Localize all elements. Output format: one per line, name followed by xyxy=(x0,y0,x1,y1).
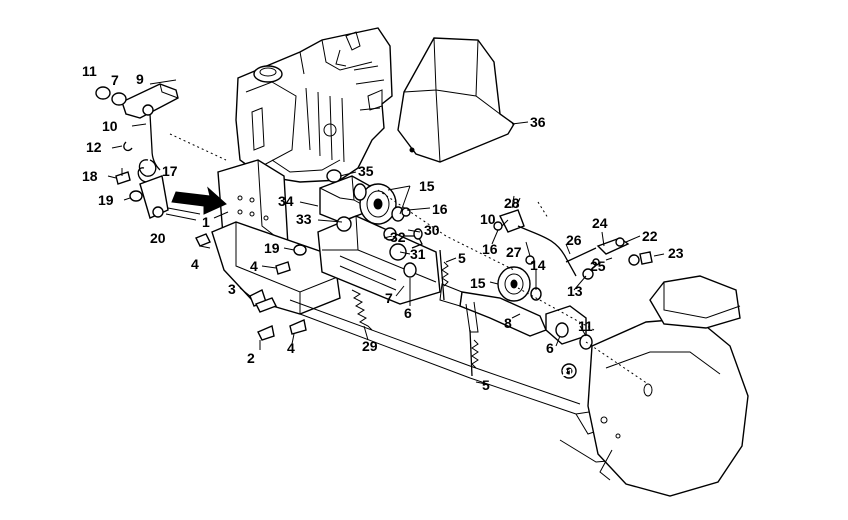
callout-26: 26 xyxy=(566,232,582,248)
callout-4: 4 xyxy=(250,258,258,274)
auger-housing xyxy=(587,275,749,497)
springs xyxy=(351,235,479,377)
callout-27: 27 xyxy=(506,244,522,260)
callout-1: 1 xyxy=(202,214,210,230)
callout-22: 22 xyxy=(642,228,658,244)
callout-9: 9 xyxy=(136,71,144,87)
callout-20: 20 xyxy=(150,230,166,246)
callout-35: 35 xyxy=(358,163,374,179)
leader-lines xyxy=(107,79,665,385)
callout-7: 7 xyxy=(111,72,119,88)
callout-10: 10 xyxy=(102,118,118,134)
reference-lines xyxy=(169,133,649,385)
callout-13: 13 xyxy=(567,283,583,299)
callout-7: 7 xyxy=(385,290,393,306)
callout-33: 33 xyxy=(296,211,312,227)
callout-6: 6 xyxy=(404,305,412,321)
callout-11: 11 xyxy=(82,63,97,79)
callout-32: 32 xyxy=(390,229,406,245)
lower-pulley xyxy=(497,266,542,302)
clutch-control-group xyxy=(95,83,179,219)
callout-labels: 11 7 9 10 12 17 18 19 20 1 4 19 4 3 2 4 … xyxy=(82,63,684,393)
callout-8: 8 xyxy=(504,315,512,331)
upper-pulley xyxy=(353,183,405,225)
callout-4: 4 xyxy=(191,256,199,272)
callout-19: 19 xyxy=(264,240,280,256)
callout-16: 16 xyxy=(482,241,498,257)
callout-19: 19 xyxy=(98,192,114,208)
callout-18: 18 xyxy=(82,168,98,184)
callout-21: 21 xyxy=(562,368,574,379)
callout-15: 15 xyxy=(470,275,486,291)
cable-bracket xyxy=(499,195,640,280)
callout-5: 5 xyxy=(482,377,490,393)
callout-36: 36 xyxy=(530,114,546,130)
callout-17: 17 xyxy=(162,163,178,179)
callout-15: 15 xyxy=(419,178,435,194)
callout-3: 3 xyxy=(228,281,236,297)
callout-34: 34 xyxy=(278,193,294,209)
callout-10: 10 xyxy=(480,211,496,227)
callout-11: 11 xyxy=(578,318,593,334)
callout-30: 30 xyxy=(424,222,440,238)
callout-24: 24 xyxy=(592,215,608,231)
callout-25: 25 xyxy=(590,258,606,274)
callout-2: 2 xyxy=(247,350,255,366)
callout-14: 14 xyxy=(530,257,546,273)
engine xyxy=(235,27,393,183)
callout-5: 5 xyxy=(458,250,466,266)
callout-23: 23 xyxy=(668,245,684,261)
callout-4: 4 xyxy=(287,340,295,356)
callout-28: 28 xyxy=(504,195,520,211)
hardware xyxy=(195,169,653,341)
callout-6: 6 xyxy=(546,340,554,356)
callout-31: 31 xyxy=(410,246,426,262)
callout-29: 29 xyxy=(362,338,378,354)
callout-16: 16 xyxy=(432,201,448,217)
callout-12: 12 xyxy=(86,139,102,155)
direction-arrow-icon xyxy=(165,186,227,221)
belt-cover xyxy=(397,37,529,163)
